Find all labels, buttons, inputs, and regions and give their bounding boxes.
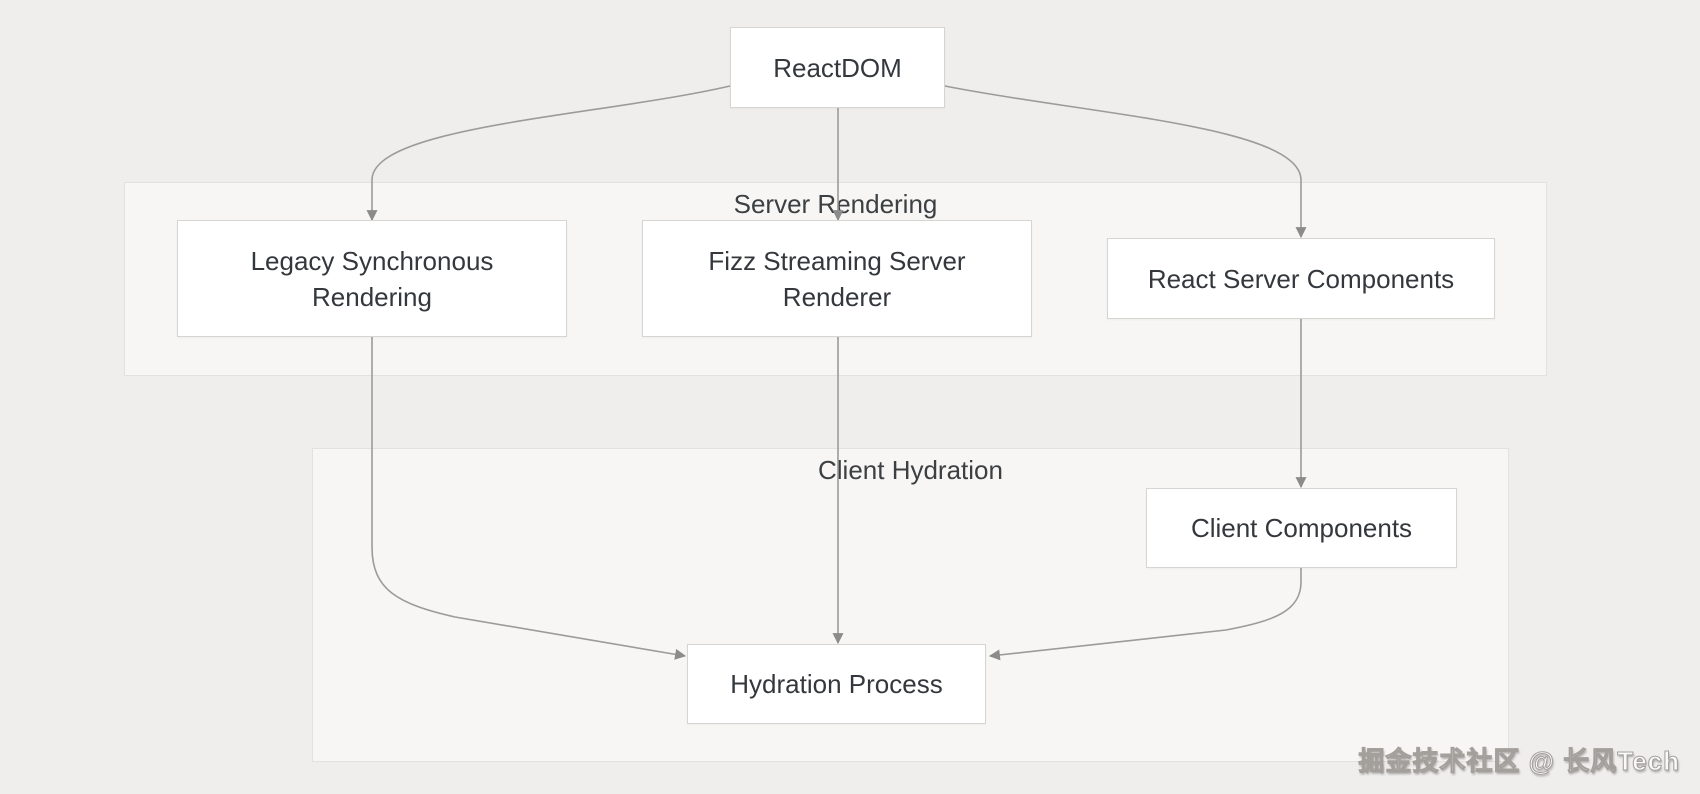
node-fizz-streaming-server-renderer: Fizz Streaming Server Renderer: [642, 220, 1032, 337]
node-client-components-label: Client Components: [1190, 513, 1413, 543]
node-hydration-label: Hydration Process: [730, 669, 943, 699]
node-legacy-label-line2: Rendering: [312, 281, 432, 312]
watermark: 掘金技术社区 @ 长风Tech: [1358, 746, 1680, 777]
node-fizz-label-line2: Renderer: [782, 281, 892, 312]
node-reactdom: ReactDOM: [730, 27, 945, 108]
node-legacy-synchronous-rendering: Legacy Synchronous Rendering: [177, 220, 567, 337]
node-fizz-label-line1: Fizz Streaming Server: [708, 245, 966, 276]
node-client-components: Client Components: [1146, 488, 1457, 568]
node-hydration-process: Hydration Process: [687, 644, 986, 724]
node-rsc-label: React Server Components: [1147, 263, 1455, 294]
group-server-rendering-label: Server Rendering: [733, 189, 938, 219]
node-legacy-label-line1: Legacy Synchronous: [250, 245, 494, 276]
node-reactdom-label: ReactDOM: [773, 52, 902, 83]
group-client-hydration-label: Client Hydration: [818, 455, 1003, 485]
node-react-server-components: React Server Components: [1107, 238, 1495, 319]
